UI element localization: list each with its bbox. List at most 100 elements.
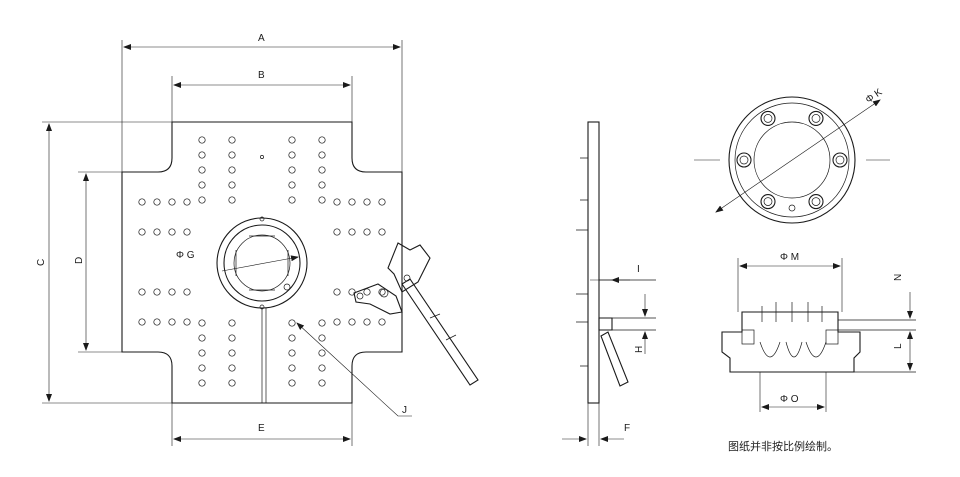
plate-hole bbox=[318, 136, 326, 144]
label-e: E bbox=[258, 423, 265, 434]
dim-k bbox=[715, 99, 881, 213]
receiver-bolt bbox=[739, 155, 749, 165]
central-flange-inner bbox=[223, 224, 301, 302]
section-hatch-right bbox=[825, 329, 839, 345]
plate-hole bbox=[378, 288, 386, 296]
plate-hole bbox=[363, 288, 371, 296]
plate-hole bbox=[198, 349, 206, 357]
receiver-bolt bbox=[811, 197, 821, 206]
plate-hole bbox=[333, 288, 341, 296]
plate-hole bbox=[198, 196, 206, 204]
plate-hole bbox=[318, 196, 326, 204]
plate-hole bbox=[198, 364, 206, 372]
lever-handle bbox=[401, 278, 479, 386]
plate-hole bbox=[333, 318, 341, 326]
receiver-bolt bbox=[832, 152, 848, 168]
receiver-bolt bbox=[835, 155, 845, 165]
clamp-lever bbox=[353, 242, 479, 386]
receiver-section-view: Φ M N L Φ O bbox=[721, 252, 916, 412]
plate-hole bbox=[288, 196, 296, 204]
plate-hole bbox=[183, 288, 191, 296]
plate-hole bbox=[168, 288, 176, 296]
front-view: Φ G J A B C D bbox=[36, 33, 479, 446]
section-body bbox=[721, 311, 861, 373]
plate-hole bbox=[318, 334, 326, 342]
label-i: I bbox=[637, 264, 640, 275]
plate-hole bbox=[153, 318, 161, 326]
central-bore bbox=[233, 234, 291, 292]
label-a: A bbox=[258, 33, 265, 44]
side-view: I H F bbox=[562, 121, 656, 446]
label-h: H bbox=[634, 346, 645, 353]
bore-flats bbox=[235, 235, 289, 291]
plate-hole bbox=[333, 228, 341, 236]
plate-hole bbox=[363, 228, 371, 236]
plate-hole bbox=[228, 181, 236, 189]
plate-hole bbox=[183, 198, 191, 206]
plate-hole bbox=[318, 151, 326, 159]
plate-hole bbox=[168, 228, 176, 236]
receiver-bolt bbox=[760, 110, 776, 126]
label-m: Φ M bbox=[780, 252, 799, 263]
plate-hole bbox=[288, 181, 296, 189]
plate-hole bbox=[228, 166, 236, 174]
plate-hole bbox=[198, 379, 206, 387]
section-hatch-left bbox=[741, 329, 755, 345]
plate-hole bbox=[348, 318, 356, 326]
receiver-pin bbox=[788, 204, 796, 212]
side-plate bbox=[587, 121, 600, 404]
plate-hole bbox=[363, 318, 371, 326]
plate-hole bbox=[183, 228, 191, 236]
plate-hole bbox=[288, 334, 296, 342]
receiver-bolt bbox=[763, 114, 773, 123]
plate-hole bbox=[378, 318, 386, 326]
flange-pin-top bbox=[259, 216, 265, 222]
plate-hole bbox=[153, 288, 161, 296]
section-pockets bbox=[759, 341, 827, 358]
plate-hole bbox=[288, 319, 296, 327]
receiver-bolt bbox=[736, 152, 752, 168]
plate-hole bbox=[288, 151, 296, 159]
plate-hole bbox=[138, 228, 146, 236]
plate-hole bbox=[228, 379, 236, 387]
top-center-mark bbox=[260, 155, 264, 159]
jaw-roller bbox=[379, 288, 389, 298]
plate-hole bbox=[318, 166, 326, 174]
label-c: C bbox=[36, 259, 47, 266]
plate-hole bbox=[333, 198, 341, 206]
plate-hole bbox=[378, 198, 386, 206]
plate-hole bbox=[318, 349, 326, 357]
plate-hole bbox=[198, 181, 206, 189]
plate-hole bbox=[288, 166, 296, 174]
plate-hole bbox=[228, 349, 236, 357]
jaw-pin bbox=[356, 292, 364, 300]
side-stubs bbox=[576, 157, 588, 367]
section-studs bbox=[761, 302, 823, 322]
receiver-top-view: Φ K bbox=[694, 87, 890, 224]
plate-hole bbox=[348, 198, 356, 206]
plate-hole bbox=[318, 364, 326, 372]
plate-hole bbox=[168, 318, 176, 326]
plate-hole bbox=[153, 228, 161, 236]
plate-hole bbox=[198, 136, 206, 144]
plate-hole bbox=[168, 198, 176, 206]
plate-hole bbox=[198, 334, 206, 342]
receiver-bolt bbox=[811, 114, 821, 123]
plate-hole bbox=[198, 151, 206, 159]
plate-hole bbox=[318, 379, 326, 387]
label-l: L bbox=[893, 343, 904, 349]
j-leader bbox=[296, 322, 412, 417]
plate-hole bbox=[363, 198, 371, 206]
plate-hole bbox=[228, 136, 236, 144]
plate-hole bbox=[138, 198, 146, 206]
flange-pin-side bbox=[283, 283, 291, 291]
plate-hole bbox=[138, 318, 146, 326]
plate-hole bbox=[378, 228, 386, 236]
scale-note: 图纸并非按比例绘制。 bbox=[728, 440, 838, 453]
plate-hole bbox=[228, 364, 236, 372]
lever-bracket bbox=[387, 242, 431, 293]
label-k: Φ K bbox=[864, 87, 885, 106]
plate-hole bbox=[183, 318, 191, 326]
